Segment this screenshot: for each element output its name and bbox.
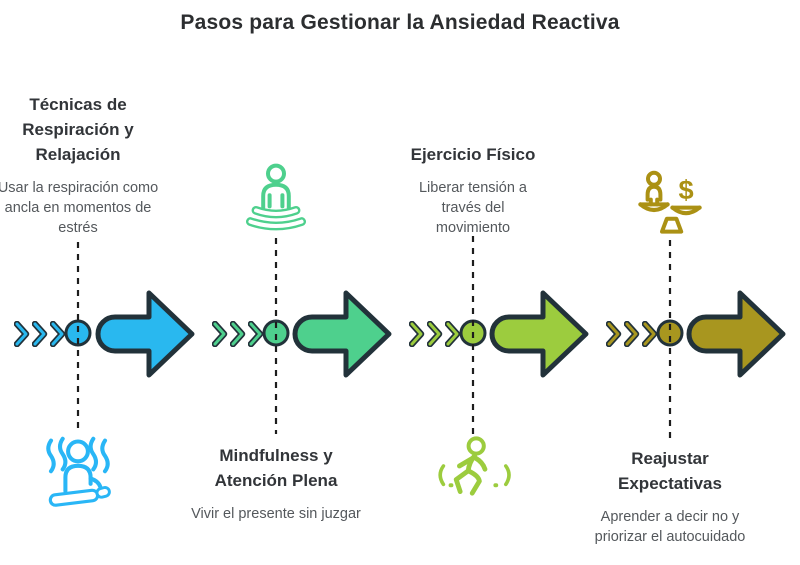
step-1-title: Técnicas de Respiración y Relajación (22, 95, 134, 164)
step-3-title: Ejercicio Físico (410, 145, 536, 164)
step-4-textblock: Reajustar Expectativas Aprender a decir … (585, 446, 755, 547)
step-3-textblock: Ejercicio Físico Liberar tensión a travé… (407, 142, 539, 238)
step-1-node-circle (63, 318, 93, 348)
chevron-icon (606, 321, 622, 347)
step-4-node-circle (655, 318, 685, 348)
step-4-chevrons (606, 321, 658, 347)
chevron-icon (14, 321, 30, 347)
chevron-icon (32, 321, 48, 347)
chevron-icon (427, 321, 443, 347)
chevron-icon (624, 321, 640, 347)
chevron-icon (409, 321, 425, 347)
step-2-node-circle (261, 318, 291, 348)
step-3-guide-line (471, 236, 475, 434)
runner-icon (433, 434, 513, 514)
step-4-guide-line (668, 240, 672, 438)
step-2-arrow-icon (290, 286, 394, 382)
chevron-icon (212, 321, 228, 347)
stressed-person-icon (33, 428, 123, 518)
step-3-description: Liberar tensión a través del movimiento (418, 180, 527, 236)
step-4-description: Aprender a decir no y priorizar el autoc… (594, 509, 746, 545)
step-1-guide-line (76, 242, 80, 428)
chevron-icon (248, 321, 264, 347)
step-4-title: Reajustar Expectativas (618, 449, 722, 493)
chevron-icon (445, 321, 461, 347)
dollar-sign-glyph: $ (678, 174, 693, 205)
step-1-arrow-icon (93, 286, 197, 382)
step-4-arrow-icon (684, 286, 788, 382)
step-2-description: Vivir el presente sin juzgar (191, 506, 361, 522)
step-1-chevrons (14, 321, 66, 347)
step-2-textblock: Mindfulness y Atención Plena Vivir el pr… (191, 443, 361, 524)
step-1-description: Usar la respiración como ancla en moment… (0, 180, 159, 236)
step-3-arrow-icon (487, 286, 591, 382)
step-2-guide-line (274, 238, 278, 434)
chevron-icon (230, 321, 246, 347)
step-2-chevrons (212, 321, 264, 347)
chevron-icon (642, 321, 658, 347)
meditation-person-icon (236, 160, 316, 240)
page-title: Pasos para Gestionar la Ansiedad Reactiv… (180, 11, 620, 34)
step-2-title: Mindfulness y Atención Plena (214, 446, 338, 490)
work-life-balance-icon: $ (630, 162, 710, 242)
step-1-textblock: Técnicas de Respiración y Relajación Usa… (0, 92, 161, 238)
step-3-chevrons (409, 321, 461, 347)
chevron-icon (50, 321, 66, 347)
